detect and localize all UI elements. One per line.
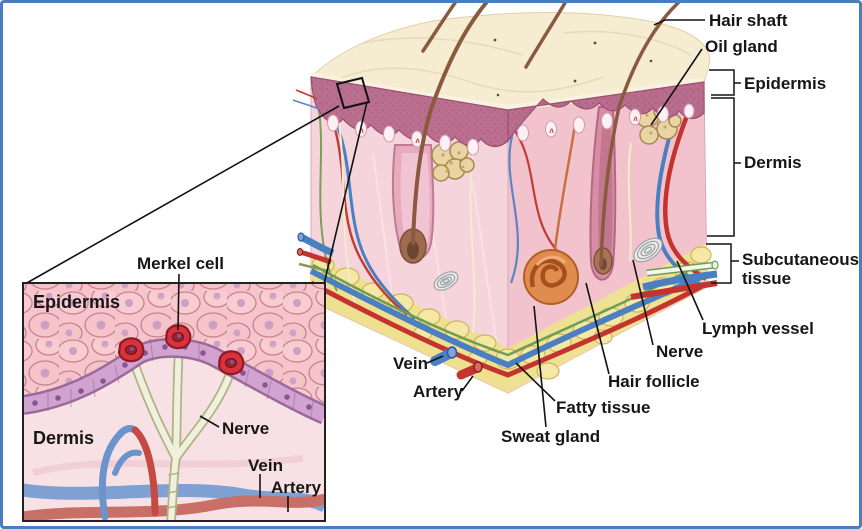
label-lymph-vessel: Lymph vessel [702,319,814,338]
label-oil-gland: Oil gland [705,37,778,56]
bracket-subcutaneous [706,243,739,284]
label-epidermis: Epidermis [744,74,826,93]
label-vein: Vein [393,354,428,373]
vein-leader [426,355,444,364]
oil-gland-left [431,141,475,182]
pacinian-corpuscle [433,237,663,291]
inset-artery [24,493,324,520]
inset-label-nerve: Nerve [222,419,269,438]
merkel-cells [117,324,245,376]
inset-label-vein: Vein [248,456,283,475]
papillary-vessels [292,89,320,110]
artery-tube [456,361,483,380]
hair-follicle-leader [585,282,610,375]
skin-block [292,3,719,394]
bracket-epidermis [709,69,741,96]
left-vessel-stubs [296,232,335,273]
artery-leader [461,375,474,392]
hair-follicle-left [391,144,435,264]
oil-gland-leader [650,48,703,126]
sweat-gland-leader [533,305,547,428]
label-hair-shaft: Hair shaft [709,11,788,30]
hair-shaft-leader [653,19,705,26]
bracket-dermis [707,97,741,237]
label-merkel-cell: Merkel cell [137,254,224,273]
vein-tube [430,346,458,366]
pores [493,38,653,97]
skin-surface [309,12,711,112]
label-hair-follicle: Hair follicle [608,372,700,391]
inset-capillary-loop [98,425,159,520]
label-fatty-tissue: Fatty tissue [556,398,650,417]
hair-shafts [411,3,680,267]
label-sweat-gland: Sweat gland [501,427,600,446]
magnifier-cone [24,101,368,285]
inset-label-epidermis: Epidermis [33,292,120,312]
sweat-gland [523,124,579,305]
lymph-vessel-leader [676,260,704,321]
skin-anatomy-figure: Epidermis Dermis Nerve Vein Artery Merke… [22,3,859,522]
inset-label-artery: Artery [271,478,322,497]
label-nerve: Nerve [656,342,703,361]
label-artery: Artery [413,382,464,401]
label-dermis: Dermis [744,153,802,172]
papillary-loops [359,116,638,144]
label-subcutaneous-line1: Subcutaneous [742,250,859,269]
nerve-leader [632,259,654,346]
inset-nerve-leader [199,415,220,428]
inset-box: Epidermis Dermis Nerve Vein Artery [22,282,326,522]
merkel-cell-leader [177,273,180,331]
label-subcutaneous-line2: tissue [742,269,791,288]
magnifier-box [335,76,371,110]
inset-label-dermis: Dermis [33,428,94,448]
fatty-tissue-leader [515,362,556,402]
